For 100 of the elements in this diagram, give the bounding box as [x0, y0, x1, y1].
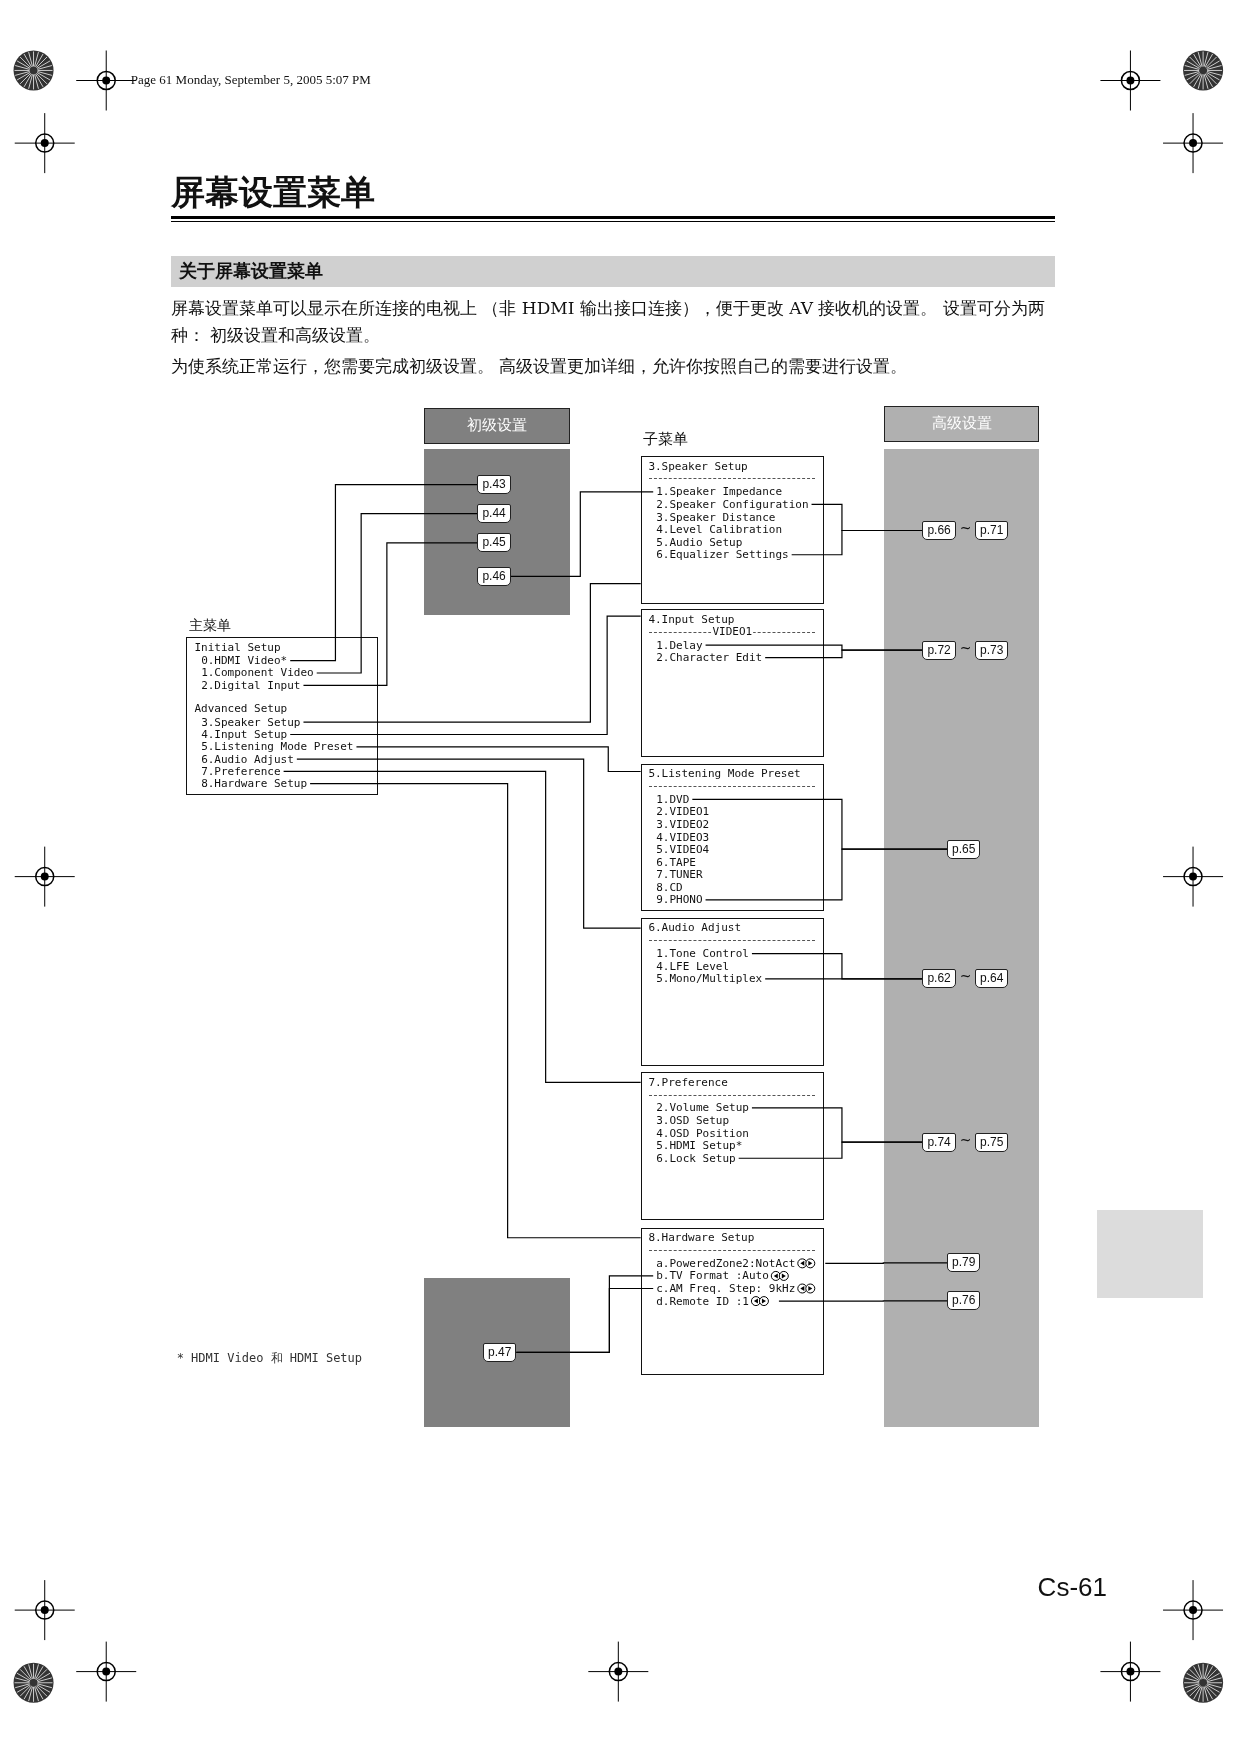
page-reference: p.73	[975, 640, 1009, 660]
menu-item: 3.Speaker Setup	[201, 715, 301, 729]
menu-item: c.AM Freq. Step: 9kHz	[656, 1282, 796, 1295]
page-number: Cs-61	[1037, 1572, 1107, 1604]
page-reference: p.74	[922, 1132, 956, 1152]
page-reference: p.46	[477, 566, 511, 586]
menu-item: 9.PHONO	[656, 893, 703, 907]
footnote: * HDMI Video 和 HDMI Setup	[176, 1349, 363, 1367]
section-header-box: 高级设置	[884, 405, 1039, 442]
menu-item: 2.Volume Setup	[656, 1101, 749, 1115]
connector-line	[704, 848, 948, 901]
page-reference: p.47	[483, 1342, 517, 1362]
menu-heading: 主菜单	[188, 617, 231, 636]
connector-line	[778, 1300, 948, 1302]
intro-paragraph: 为使系统正常运行，您需要完成初级设置。 高级设置更加详细，允许你按照自己的需要进行设置。	[171, 355, 909, 379]
section-header-box: 初级设置	[423, 408, 571, 444]
menu-item: 3.Speaker Distance	[656, 510, 776, 524]
menu-item: 1.Component Video	[201, 666, 314, 680]
menu-item: 6.Lock Setup	[656, 1151, 736, 1165]
menu-item: 7.TUNER	[656, 868, 703, 882]
submenu-title: 8.Hardware Setup	[648, 1231, 755, 1245]
menu-item: 8.CD	[656, 880, 683, 894]
menu-item: 4.OSD Position	[656, 1126, 749, 1140]
submenu-title: 5.Listening Mode Preset	[648, 767, 801, 781]
menu-item: 0.HDMI Video*	[201, 654, 288, 668]
submenu-box	[640, 609, 825, 757]
submenu-box	[640, 917, 825, 1066]
range-tilde: ~	[959, 639, 972, 656]
page-panel	[423, 1278, 571, 1427]
connector-line	[283, 770, 642, 1083]
menu-item: 4.VIDEO3	[656, 830, 710, 844]
section-heading: 关于屏幕设置菜单	[178, 259, 323, 284]
menu-item: 6.Audio Adjust	[201, 752, 294, 766]
page-reference: p.79	[947, 1253, 981, 1273]
page-reference: p.65	[947, 839, 981, 859]
menu-item: 1.Tone Control	[656, 947, 749, 961]
menu-item: 2.VIDEO1	[656, 805, 710, 819]
menu-item: 1.Speaker Impedance	[656, 485, 783, 499]
range-tilde: ~	[959, 968, 972, 985]
page-reference: p.71	[975, 521, 1009, 540]
submenu-box	[640, 456, 825, 604]
group-heading: Advanced Setup	[194, 702, 288, 716]
page-panel	[884, 449, 1039, 1427]
menu-item: 2.Speaker Configuration	[656, 497, 809, 511]
menu-item: 3.OSD Setup	[656, 1114, 730, 1127]
connector-line	[309, 783, 642, 1239]
page-reference: p.44	[477, 504, 511, 524]
menu-item: 5.Mono/Multiplex	[656, 972, 763, 986]
menu-item: 1.Delay	[656, 638, 703, 652]
page-reference: p.62	[922, 969, 956, 989]
connector-line	[764, 978, 924, 980]
connector-line	[302, 542, 479, 686]
submenu-box	[640, 1072, 825, 1220]
range-tilde: ~	[959, 1131, 972, 1148]
connector-line	[355, 746, 642, 773]
connector-line	[738, 1141, 924, 1159]
group-heading: Initial Setup	[194, 640, 281, 654]
page-reference: p.76	[947, 1291, 981, 1311]
menu-item: 6.TAPE	[656, 855, 696, 869]
connector-line	[289, 615, 642, 736]
connector-line	[510, 491, 654, 577]
menu-item: 2.Digital Input	[201, 678, 301, 692]
page-reference: p.66	[922, 521, 956, 540]
submenu-box	[640, 1227, 825, 1376]
page-reference: p.75	[975, 1132, 1009, 1152]
connector-line	[515, 1287, 654, 1353]
connector-line	[302, 583, 642, 723]
page-reference: p.45	[477, 533, 511, 553]
column-heading: 子菜单	[642, 430, 688, 450]
page-reference: p.72	[922, 640, 956, 660]
intro-paragraph: 屏幕设置菜单可以显示在所连接的电视上 （非 HDMI 输出接口连接），便于更改 AV 接收机的设置。 设置可分为两种： 初级设置和高级设置。	[171, 297, 1046, 348]
menu-item: b.TV Format :Auto	[656, 1269, 769, 1283]
menu-item: 3.VIDEO2	[656, 818, 710, 831]
submenu-title: 7.Preference	[648, 1075, 728, 1089]
connector-line	[296, 758, 642, 929]
range-tilde: ~	[959, 520, 972, 536]
connector-line	[824, 1262, 948, 1264]
menu-item: 7.Preference	[201, 764, 281, 778]
page-reference: p.64	[975, 969, 1009, 989]
page-title: 屏幕设置菜单	[171, 170, 376, 214]
submenu-box	[640, 763, 825, 912]
page-reference: p.43	[477, 475, 511, 495]
menu-item: 4.Level Calibration	[656, 523, 783, 537]
menu-item: a.PoweredZone2:NotAct	[656, 1256, 796, 1270]
menu-item: d.Remote ID :1	[656, 1294, 749, 1308]
menu-item: 1.DVD	[656, 792, 690, 806]
submenu-title: 4.Input Setup	[648, 612, 735, 626]
menu-item: 6.Equalizer Settings	[656, 548, 789, 562]
page-panel	[423, 449, 571, 615]
print-slug: Page 61 Monday, September 5, 2005 5:07 PM	[130, 71, 371, 88]
submenu-title: 6.Audio Adjust	[648, 921, 742, 935]
submenu-title: 3.Speaker Setup	[648, 459, 748, 473]
menu-item: 5.VIDEO4	[656, 843, 710, 857]
connector-line	[764, 649, 924, 659]
menu-item: 2.Character Edit	[656, 651, 763, 665]
connector-line	[316, 513, 479, 674]
menu-item: 5.Listening Mode Preset	[201, 740, 354, 754]
connector-line	[289, 484, 479, 662]
menu-item: 4.LFE Level	[656, 959, 730, 973]
menu-item: 4.Input Setup	[201, 728, 288, 741]
